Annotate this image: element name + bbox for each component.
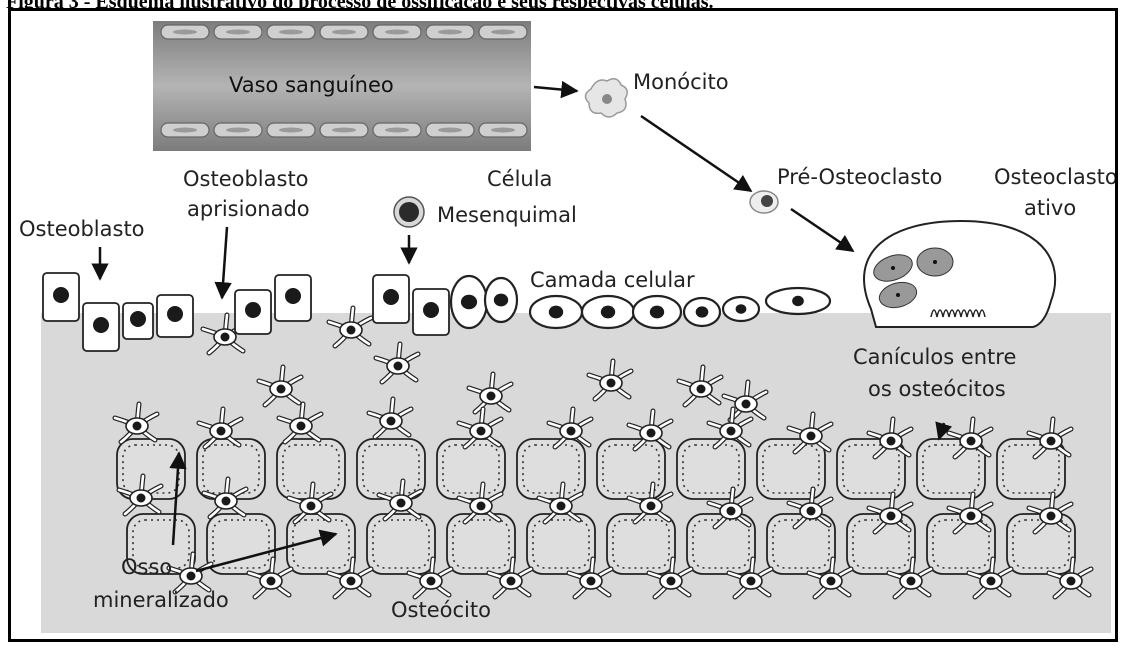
osteocyte-nucleus [747,577,756,586]
osteocyte-nucleus [667,577,676,586]
endothelial-nucleus [385,128,409,133]
osteocyte-nucleus [187,572,196,581]
osteocyte-nucleus [387,417,396,426]
osteoblast-nucleus [93,317,109,333]
osteocyte-nucleus [394,362,403,371]
lining-nucleus [696,306,709,317]
lining-nucleus [736,304,747,314]
osteocyte-nucleus [507,577,516,586]
mesenchymal-label-2: Mesenquimal [437,203,577,227]
lining-nucleus [792,296,804,306]
osteocyte-nucleus [557,502,566,511]
osteocyte-nucleus [221,333,230,342]
vessel-label: Vaso sanguíneo [229,73,394,97]
lining-nucleus [494,294,508,307]
ossification-diagram: Vaso sanguíneo Monócito Pré-Osteoclasto … [11,11,1115,639]
osteoblast-nucleus [53,287,69,303]
osteocyte-nucleus [347,326,356,335]
osteocyte-nucleus [217,427,226,436]
monocyte-label: Monócito [633,70,729,94]
mesenchymal-label-1: Célula [487,167,552,191]
trapped-osteoblast-label-2: aprisionado [187,197,310,221]
diagram-frame: Vaso sanguíneo Monócito Pré-Osteoclasto … [8,8,1118,642]
lining-nucleus [461,295,477,309]
osteocyte-nucleus [277,385,286,394]
endothelial-nucleus [173,30,197,35]
endothelial-nucleus [226,128,250,133]
osteocyte-nucleus [133,422,142,431]
endothelial-nucleus [332,128,356,133]
monocyte-cell [585,79,627,117]
mineralized-bone-label-2: mineralizado [93,588,229,612]
osteocyte-nucleus [647,502,656,511]
osteocyte-nucleus [697,385,706,394]
mineralized-bone-label-1: Osso [121,555,172,579]
osteocyte-nucleus [807,507,816,516]
endothelial-nucleus [226,30,250,35]
vessel-endothelium-bottom [161,123,527,137]
osteoclast-label-2: ativo [1024,196,1076,220]
osteocyte-nucleus [297,422,306,431]
osteoclast-label-1: Osteoclasto [994,165,1115,189]
mesenchymal-cell [394,197,424,227]
osteocyte-nucleus [827,577,836,586]
osteoblast-label: Osteoblasto [19,217,145,241]
trapped-osteoblast-label-1: Osteoblasto [183,167,309,191]
endothelial-nucleus [385,30,409,35]
osteoblast-nucleus [167,306,183,322]
endothelial-nucleus [279,128,303,133]
osteocyte-nucleus [1047,437,1056,446]
preosteoclast-cell [750,191,778,213]
osteocyte-nucleus [647,429,656,438]
osteocyte-nucleus [587,577,596,586]
osteocyte-nucleus [727,507,736,516]
endothelial-nucleus [491,128,515,133]
endothelial-nucleus [332,30,356,35]
canaliculi-label-1: Canículos entre [853,345,1016,369]
osteocyte-nucleus [987,577,996,586]
preosteoclast-label: Pré-Osteoclasto [777,165,942,189]
osteocyte-nucleus [487,392,496,401]
osteoblast-nucleus [423,302,439,318]
osteocyte-nucleus [567,427,576,436]
osteocyte-nucleus [222,497,231,506]
lining-nucleus [601,306,615,319]
endothelial-nucleus [491,30,515,35]
osteocyte-nucleus [397,499,406,508]
osteocyte-nucleus [607,379,616,388]
lining-nucleus [650,306,664,319]
osteoblast-nucleus [245,302,261,318]
osteocyte-nucleus [1047,512,1056,521]
osteocyte-nucleus [477,502,486,511]
osteocyte-nucleus [742,400,751,409]
osteocyte-nucleus [887,437,896,446]
endothelial-nucleus [438,128,462,133]
osteocyte-nucleus [727,427,736,436]
lining-nucleus [549,306,563,319]
osteocyte-nucleus [267,577,276,586]
osteocyte-nucleus [967,437,976,446]
osteocyte-nucleus [137,494,146,503]
cell-layer-label: Camada celular [530,268,695,292]
osteocyte-nucleus [307,502,316,511]
osteoblast-nucleus [130,311,146,327]
vessel-endothelium-top [161,25,527,39]
osteocyte-nucleus [807,432,816,441]
canaliculi-label-2: os osteócitos [868,377,1006,401]
osteocyte-nucleus [477,427,486,436]
osteoblast-nucleus [285,288,301,304]
endothelial-nucleus [279,30,303,35]
osteocyte-nucleus [427,577,436,586]
osteocyte-nucleus [887,512,896,521]
endothelial-nucleus [438,30,462,35]
osteocyte-label: Osteócito [391,598,491,622]
osteoblast-nucleus [383,289,399,305]
osteocyte-nucleus [1067,577,1076,586]
endothelial-nucleus [173,128,197,133]
osteocyte-nucleus [347,577,356,586]
osteocyte-nucleus [967,512,976,521]
osteocyte-nucleus [907,577,916,586]
osteoclast-cell [864,221,1055,327]
